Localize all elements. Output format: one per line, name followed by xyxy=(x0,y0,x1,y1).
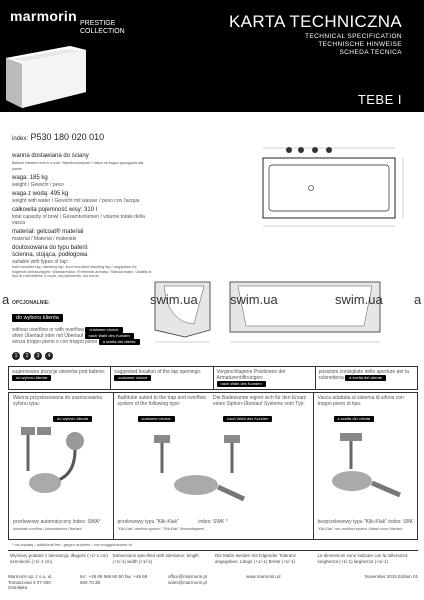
trap-section: Wanna przystosowana do zastosowania syfo… xyxy=(8,392,418,540)
number-circles: 1 2 3 4 xyxy=(12,352,53,360)
email-link[interactable]: office@marmorin.pl sales@marmorin.pl xyxy=(168,574,207,585)
optional-section: OPCJONALNIE: do wyboru klienta without o… xyxy=(12,300,152,345)
trap-automatic-icon xyxy=(21,427,84,493)
watermark-1: swim.ua xyxy=(150,292,198,307)
watermark-2: swim.ua xyxy=(230,292,278,307)
tap-openings-row: sugerowane pozycje otworów pod baterie: … xyxy=(8,366,418,390)
trap-col-2: Bathtube suited to the trap and overflow… xyxy=(114,393,314,539)
brand-logo: marmorin xyxy=(10,8,77,24)
footnote: * na dopłatę / additional fee / gegen au… xyxy=(12,542,132,547)
subtitle-de: TECHNISCHE HINWEISE xyxy=(318,41,402,48)
side-view-drawings xyxy=(154,281,381,343)
trap-col-4: Vasca adattata al sistema di sifone con … xyxy=(317,395,414,531)
subtitle-en: TECHNICAL SPECIFICATION xyxy=(305,33,402,40)
watermark-3: swim.ua xyxy=(335,292,383,307)
trap-klikklak-icon xyxy=(153,435,245,502)
trap-nonoverflow-icon xyxy=(331,433,401,498)
index-line: index: P530 180 020 010 xyxy=(12,132,105,142)
doc-title: KARTA TECHNICZNA xyxy=(229,12,402,31)
bathtub-illustration xyxy=(6,46,86,108)
watermark-5: a xyxy=(414,292,422,307)
subtitle-it: SCHEDA TECNICA xyxy=(339,49,402,56)
website-link[interactable]: www.marmorin.pl xyxy=(246,574,281,579)
watermark-4: a xyxy=(2,292,10,307)
trap-col-1: Wanna przystosowana do zastosowania syfo… xyxy=(9,393,114,539)
tolerance-footer: Wymiary podane z tolerancją: długość (+1… xyxy=(8,550,418,570)
top-view-drawing xyxy=(262,147,404,227)
model-name: TEBE I xyxy=(357,92,402,107)
company-footer: Marmorin sp. z o.o. ul. Tomaszowa 4 07-4… xyxy=(8,574,418,590)
